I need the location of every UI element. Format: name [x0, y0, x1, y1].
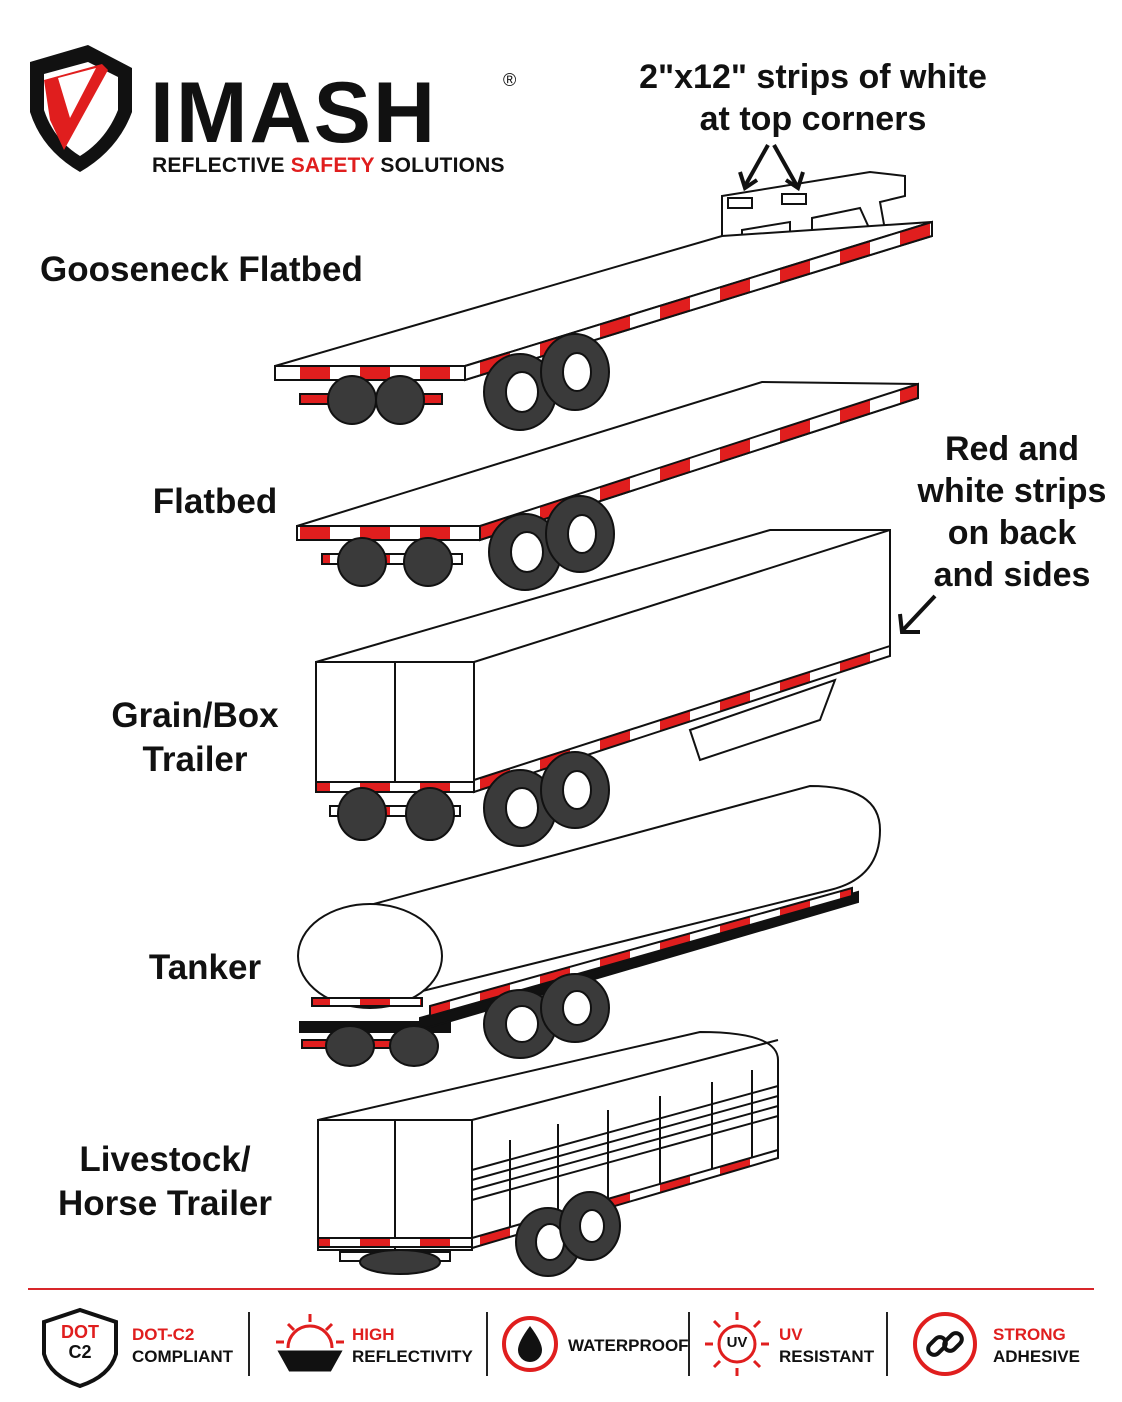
dot-feature-line-1: DOT-C2: [132, 1325, 195, 1344]
separator-3: [688, 1312, 690, 1376]
livestock-label: Livestock/ Horse Trailer: [50, 1138, 280, 1226]
dot-feature-line-2: COMPLIANT: [132, 1347, 234, 1366]
livestock-line-2: Horse Trailer: [58, 1184, 272, 1223]
uv-feature-line-2: RESISTANT: [779, 1347, 875, 1366]
brand-name: IMASH: [150, 65, 438, 161]
dot-c2-feature: DOT-C2 COMPLIANT: [132, 1324, 233, 1368]
separator-2: [486, 1312, 488, 1376]
separator-4: [886, 1312, 888, 1376]
grain-box-trailer: [315, 529, 891, 847]
uv-resistant-icon: [705, 1312, 769, 1376]
separator-1: [248, 1312, 250, 1376]
adhesive-feature: STRONG ADHESIVE: [993, 1324, 1080, 1368]
side-callout-line-3: on back: [947, 514, 1077, 552]
callout-arrows: [738, 144, 937, 634]
logo-shield-icon: [30, 45, 132, 172]
reflectivity-feature: HIGH REFLECTIVITY: [352, 1324, 473, 1368]
top-corners-callout: 2"x12" strips of white at top corners: [630, 56, 996, 140]
side-callout-line-1: Red and: [944, 430, 1080, 468]
gooseneck-label: Gooseneck Flatbed: [40, 250, 363, 289]
tagline-part-1: REFLECTIVE: [152, 154, 291, 177]
gooseneck-flatbed-trailer: [274, 170, 933, 431]
top-callout-line-2: at top corners: [699, 100, 927, 138]
tagline-safety: SAFETY: [290, 154, 375, 177]
registered-mark: ®: [503, 70, 517, 90]
grain-box-line-1: Grain/Box: [111, 696, 279, 735]
tanker-label: Tanker: [148, 948, 262, 987]
side-callout-line-4: and sides: [933, 556, 1091, 594]
waterproof-icon: [502, 1316, 558, 1372]
dot-badge-text: DOT C2: [54, 1322, 106, 1362]
high-reflectivity-icon: [276, 1314, 344, 1372]
livestock-line-1: Livestock/: [79, 1140, 251, 1179]
uv-feature: UV RESISTANT: [779, 1324, 874, 1368]
reflect-feature-line-2: REFLECTIVITY: [352, 1347, 473, 1366]
dot-badge-line-2: C2: [68, 1342, 92, 1362]
tagline-part-3: SOLUTIONS: [374, 154, 505, 177]
adhesive-feature-line-1: STRONG: [993, 1325, 1066, 1344]
brand-tagline: REFLECTIVE SAFETY SOLUTIONS: [152, 154, 505, 178]
adhesive-feature-line-2: ADHESIVE: [993, 1347, 1080, 1366]
flatbed-label: Flatbed: [152, 482, 278, 521]
dot-c2-shield-icon: [42, 1307, 118, 1389]
reflect-feature-line-1: HIGH: [352, 1325, 395, 1344]
waterproof-feature: WATERPROOF: [568, 1336, 689, 1355]
uv-feature-line-1: UV: [779, 1325, 803, 1344]
grain-box-line-2: Trailer: [142, 740, 248, 779]
tanker-trailer: [297, 784, 882, 1067]
side-strips-callout: Red and white strips on back and sides: [912, 428, 1112, 596]
feature-divider: [28, 1288, 1094, 1290]
strong-adhesive-icon: [913, 1312, 977, 1376]
grain-box-label: Grain/Box Trailer: [100, 694, 290, 782]
dot-badge-line-1: DOT: [61, 1322, 99, 1342]
side-callout-line-2: white strips: [917, 472, 1107, 510]
top-callout-line-1: 2"x12" strips of white: [639, 58, 987, 96]
uv-icon-label: UV: [726, 1334, 748, 1351]
livestock-horse-trailer: [317, 1030, 779, 1277]
flatbed-trailer: [296, 380, 919, 591]
